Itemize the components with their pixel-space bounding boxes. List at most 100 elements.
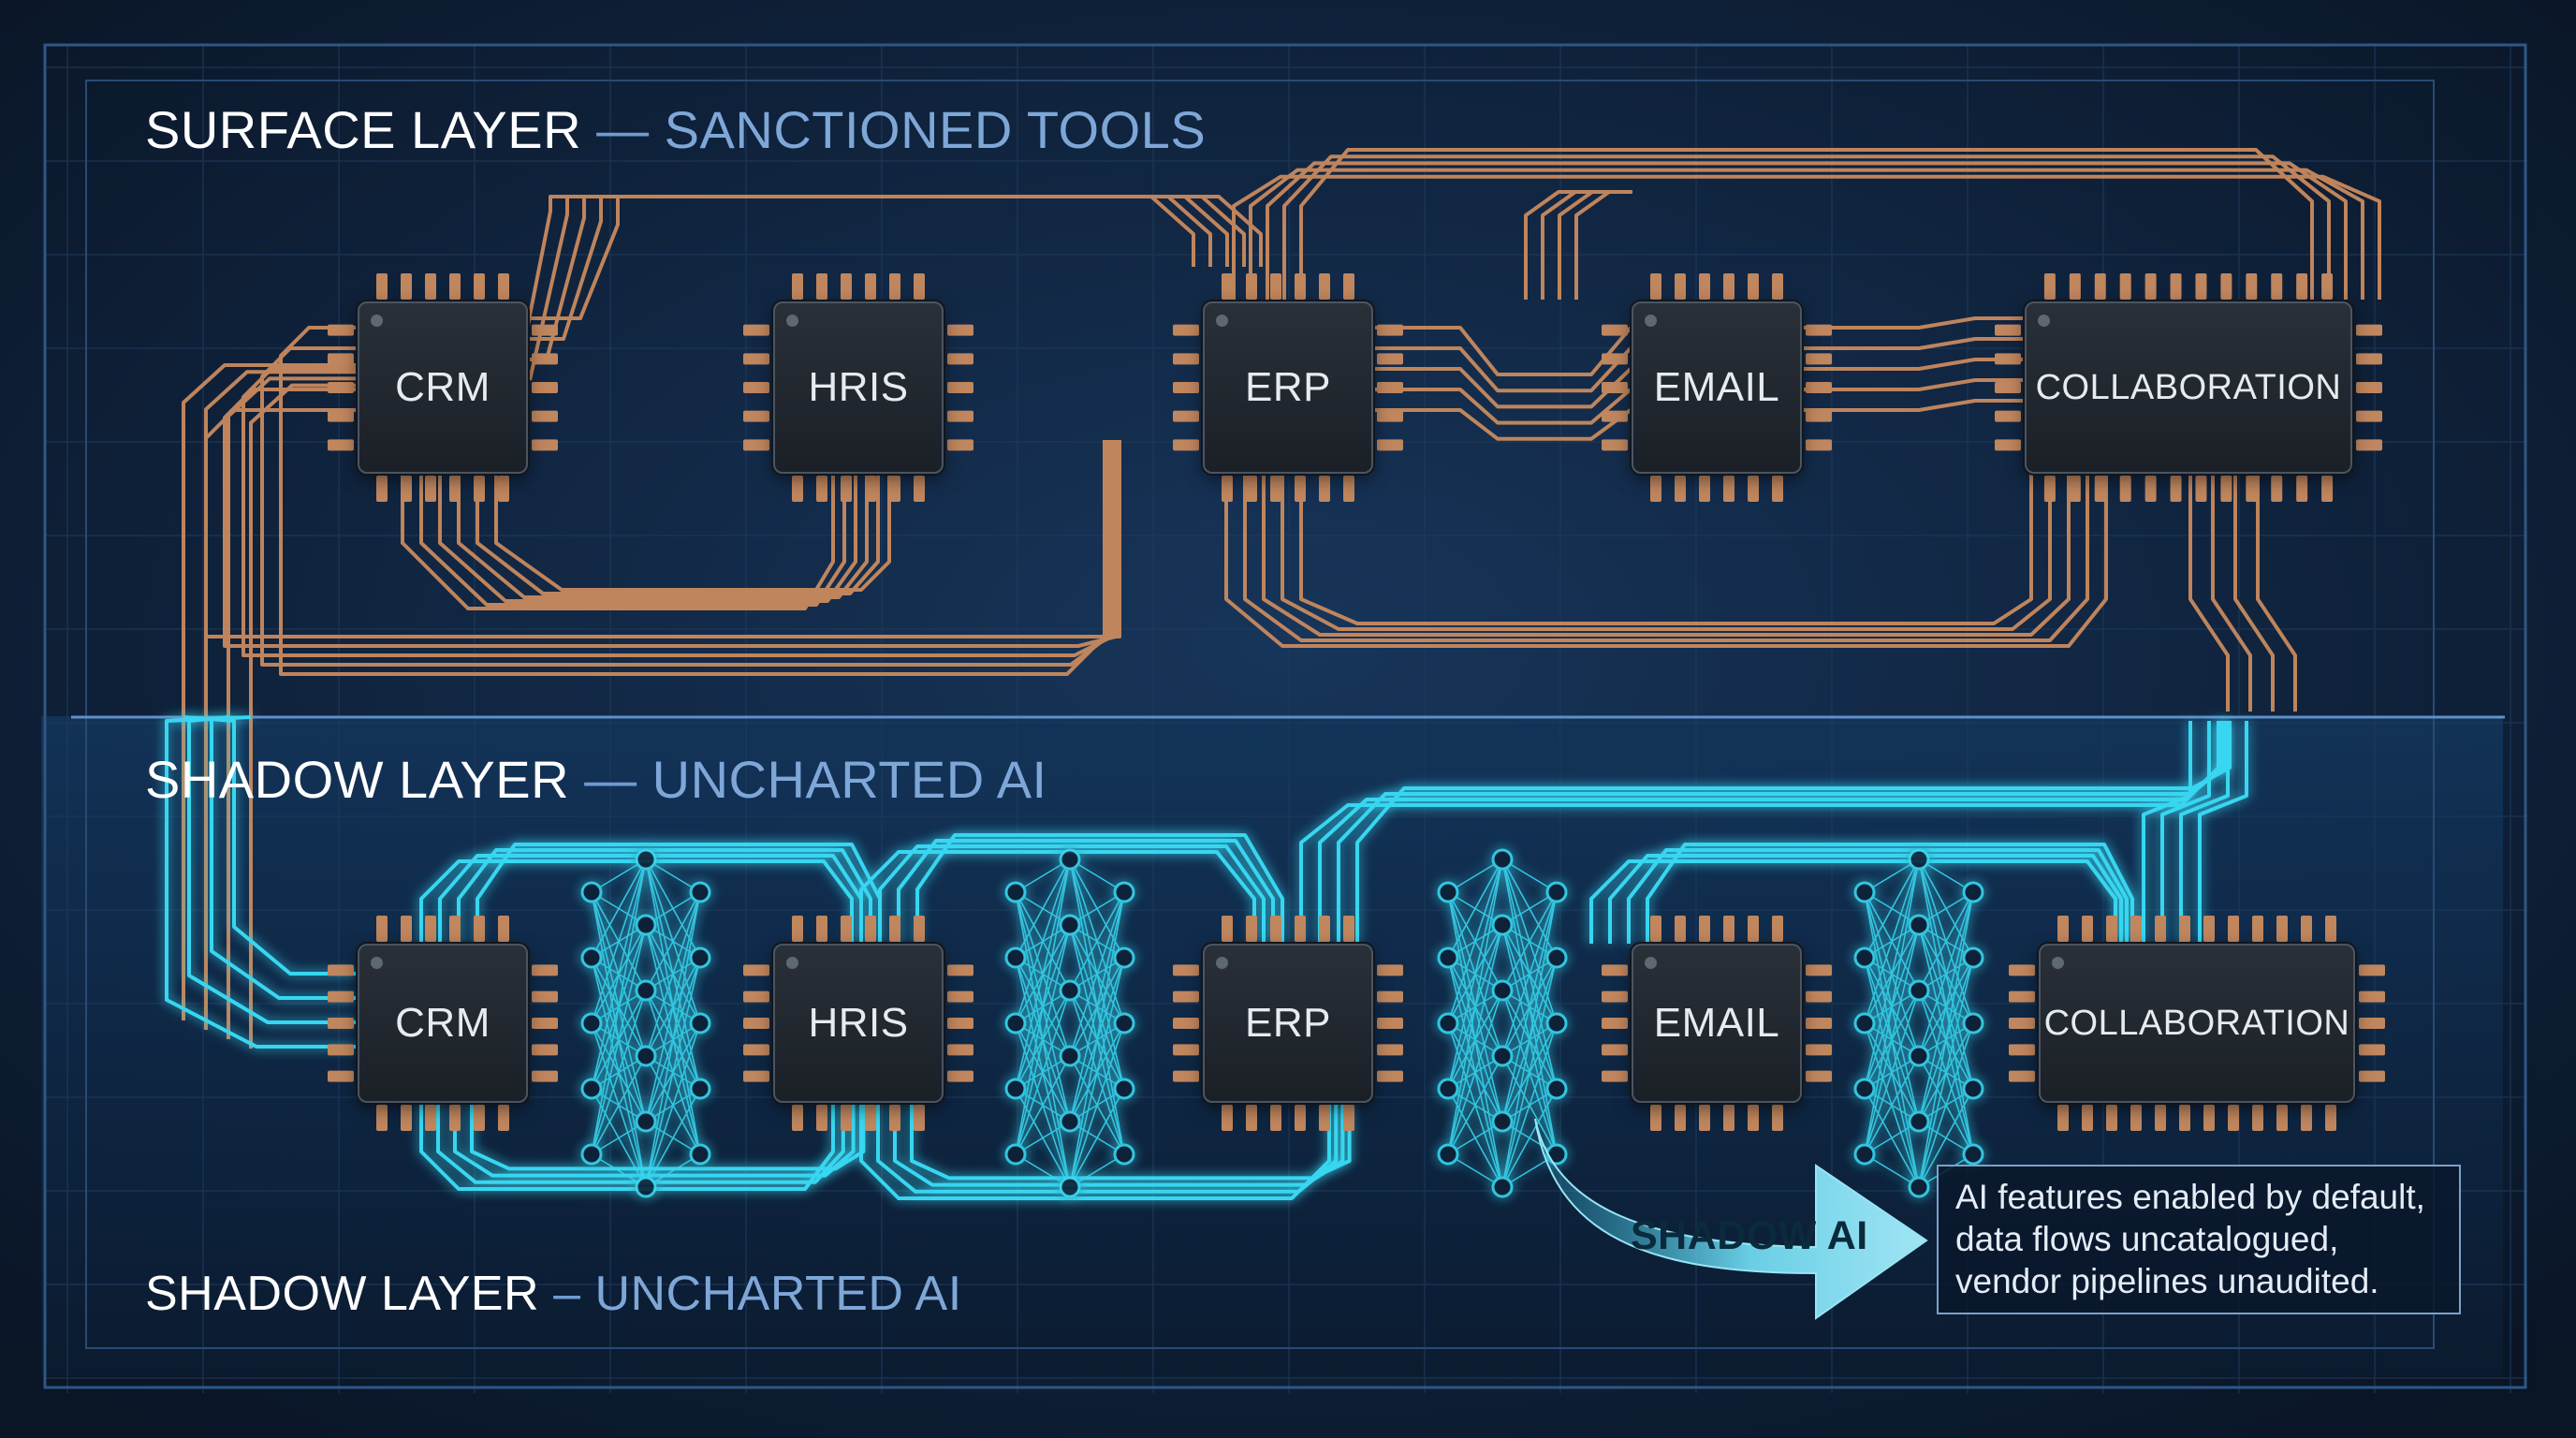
- pin-bottom: [1699, 1105, 1710, 1131]
- shadow-trace-group: [165, 715, 2248, 1200]
- pin-top: [865, 273, 876, 300]
- neural-net-edge: [1918, 1022, 1974, 1188]
- trace-crm-to-hris-bottom: [438, 474, 857, 603]
- pin-left: [328, 1070, 354, 1082]
- neural-net-node: [580, 881, 603, 903]
- surface-chip-email: EMAIL: [1632, 301, 1802, 474]
- neural-net-node: [1059, 848, 1081, 871]
- neural-net-icon: [1437, 848, 1568, 1198]
- pin-top: [1650, 916, 1661, 942]
- neural-net-node: [1545, 1012, 1568, 1034]
- neural-net-node: [1491, 1176, 1514, 1198]
- neural-net-edge: [1918, 891, 1974, 1123]
- pin-right: [1377, 439, 1403, 451]
- pin-top: [889, 273, 900, 300]
- pin-right: [1377, 410, 1403, 422]
- pin-top: [914, 916, 925, 942]
- pin-top: [1319, 273, 1330, 300]
- pin-top: [816, 273, 827, 300]
- pin-top: [2043, 273, 2056, 300]
- pin-left: [1173, 382, 1199, 393]
- pin-bottom: [1343, 476, 1354, 502]
- pin-top: [2220, 273, 2232, 300]
- neural-net-edge: [1864, 1055, 1920, 1155]
- footer-layer-subtitle: UNCHARTED AI: [594, 1267, 962, 1321]
- pin-left: [743, 990, 769, 1003]
- neural-net-node: [1113, 881, 1135, 903]
- neural-net-edge: [1015, 858, 1071, 1155]
- chip-label: EMAIL: [1653, 1000, 1780, 1046]
- trace-erp-to-collab-bottom: [1224, 474, 2108, 648]
- pin-left: [743, 324, 769, 336]
- shadow-trace-collab-down: [2198, 721, 2248, 944]
- pin-right: [2359, 1070, 2385, 1082]
- pin-top: [498, 273, 509, 300]
- shadow-chip-email: EMAIL: [1632, 944, 1802, 1103]
- neural-net-node: [1437, 1078, 1459, 1100]
- pin-top: [2228, 916, 2239, 942]
- trace-erp-to-collab-bottom: [1262, 474, 2071, 637]
- pin-left: [2009, 990, 2035, 1003]
- neural-net-edge: [645, 891, 701, 1123]
- pin-bottom: [1748, 1105, 1759, 1131]
- trace-crm-to-hris-bottom: [401, 474, 835, 610]
- trace-email-to-collab: [1803, 337, 2024, 350]
- pin-bottom: [2069, 476, 2081, 502]
- pin-right: [2359, 1044, 2385, 1056]
- neural-net-node: [1545, 946, 1568, 969]
- trace-erp-to-collab-bottom: [1299, 474, 2033, 625]
- pin-top: [1270, 916, 1281, 942]
- shadow-chip-collaboration: COLLABORATION: [2039, 944, 2355, 1103]
- pin-right: [532, 353, 558, 365]
- pin-top: [889, 916, 900, 942]
- pin-bottom: [792, 476, 803, 502]
- pin-left: [743, 382, 769, 393]
- neural-net-edge: [591, 924, 647, 1155]
- pin-bottom: [2203, 1105, 2215, 1131]
- pin-bottom: [425, 1105, 436, 1131]
- neural-net-edge: [1918, 891, 1974, 1188]
- neural-net-node: [635, 848, 657, 871]
- neural-net-node: [1491, 1045, 1514, 1067]
- pin-left: [328, 410, 354, 422]
- pin-left: [328, 382, 354, 393]
- pin-left: [1995, 382, 2021, 393]
- pin-top: [2119, 273, 2131, 300]
- neural-net-edge: [1015, 990, 1071, 1155]
- pin-right: [532, 410, 558, 422]
- pin-left: [1602, 410, 1628, 422]
- neural-net-node: [580, 1012, 603, 1034]
- neural-net-node: [689, 1012, 711, 1034]
- neural-net-icon: [1853, 848, 1984, 1198]
- neural-net-edge: [1501, 891, 1558, 1123]
- pin-right: [2356, 382, 2382, 393]
- pin-left: [1602, 382, 1628, 393]
- trace-erp-to-collab-bottom: [1243, 474, 2089, 642]
- chip-label: COLLABORATION: [2035, 367, 2342, 407]
- neural-net-node: [1437, 1012, 1459, 1034]
- pin-top: [2195, 273, 2207, 300]
- pin-bottom: [914, 476, 925, 502]
- chip-pins: [328, 273, 2385, 1131]
- trace-crm-to-hris-bottom: [419, 474, 846, 607]
- pin-bottom: [2220, 476, 2232, 502]
- pin-top: [2325, 916, 2336, 942]
- pin-top: [376, 916, 388, 942]
- pin-right: [947, 382, 973, 393]
- pin-right: [1806, 1018, 1832, 1029]
- neural-net-edge: [1447, 1055, 1503, 1155]
- shadow-trace-crm-hris-top: [476, 843, 882, 944]
- pin-bottom: [792, 1105, 803, 1131]
- pin-right: [2356, 439, 2382, 451]
- pin-right: [1806, 1070, 1832, 1082]
- pin-left: [1995, 324, 2021, 336]
- pin-bottom: [2321, 476, 2334, 502]
- pin-right: [1377, 990, 1403, 1003]
- neural-net-edge: [591, 858, 647, 1155]
- neural-net-node: [1908, 1110, 1930, 1133]
- neural-net-node: [635, 914, 657, 936]
- chip-orientation-dot: [371, 957, 383, 969]
- pin-top: [2203, 916, 2215, 942]
- neural-net-node: [1113, 1012, 1135, 1034]
